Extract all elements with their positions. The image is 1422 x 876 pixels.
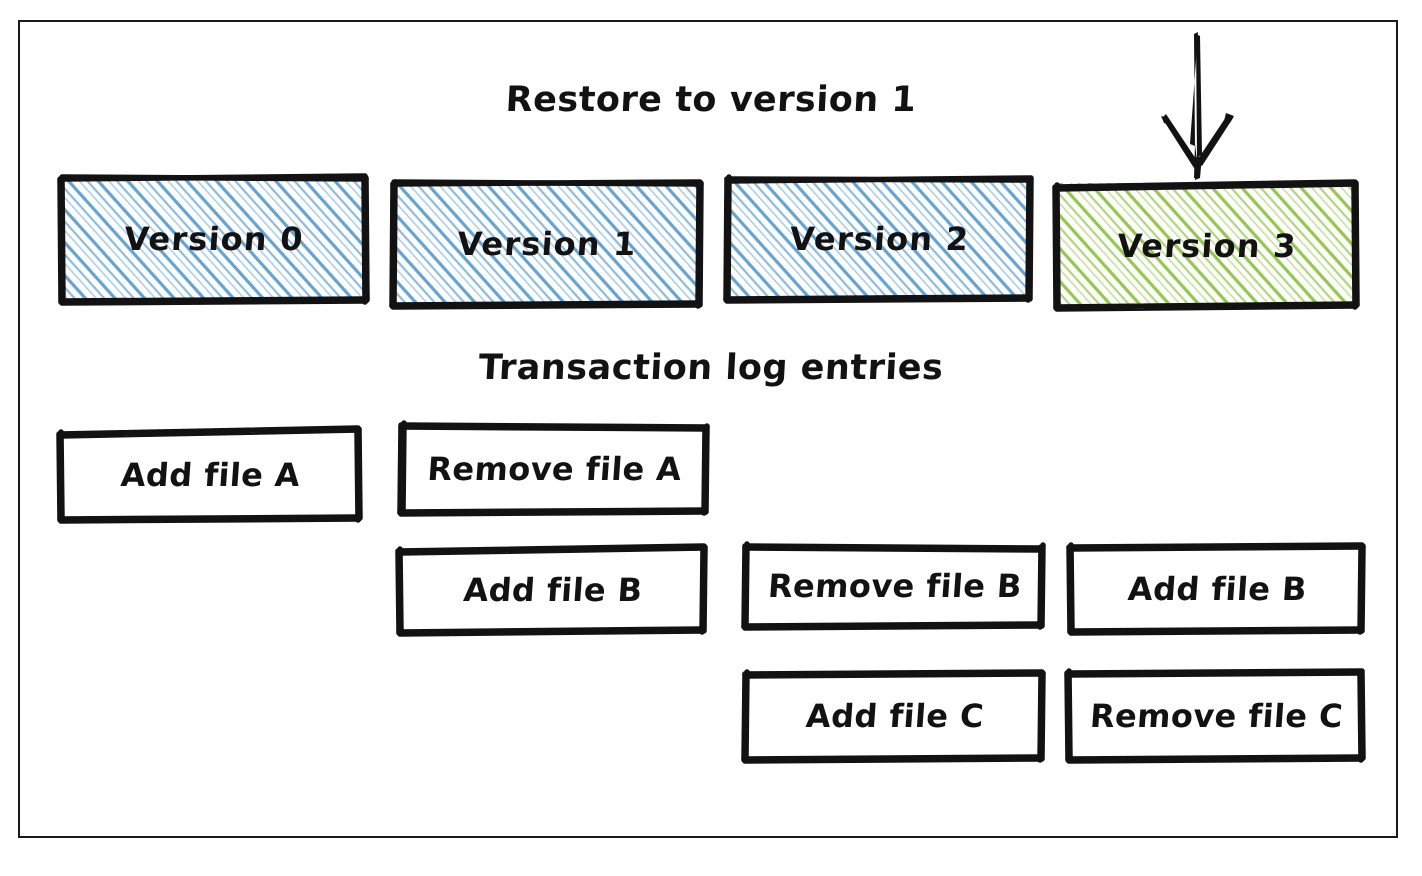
log-entry-label: Add file C	[804, 697, 986, 735]
diagram-outer-frame	[18, 20, 1398, 838]
hatch-fill-green	[1056, 183, 1358, 308]
version-box-2[interactable]: Version 2	[723, 174, 1034, 304]
hatch-fill-blue	[392, 182, 702, 306]
log-entry-label: Add file B	[1126, 569, 1309, 608]
log-entry-box[interactable]: Add file B	[1066, 542, 1366, 636]
sketch-border	[741, 541, 1046, 631]
log-entry-box[interactable]: Add file A	[56, 425, 363, 524]
version-box-3[interactable]: Version 3	[1052, 179, 1360, 312]
log-entry-box[interactable]: Add file C	[741, 669, 1046, 764]
version-box-1[interactable]: Version 1	[389, 179, 704, 310]
log-entry-box[interactable]: Remove file A	[397, 420, 710, 517]
sketch-border	[395, 543, 708, 637]
log-entry-label: Add file A	[119, 456, 302, 494]
log-entry-box[interactable]: Remove file C	[1064, 668, 1366, 764]
sketch-border	[56, 425, 363, 524]
log-entry-label: Remove file C	[1088, 697, 1345, 735]
log-entry-box[interactable]: Remove file B	[741, 541, 1046, 631]
transaction-log-label: Transaction log entries	[477, 348, 945, 388]
log-entry-label: Remove file B	[766, 567, 1024, 605]
sketch-border	[741, 669, 1046, 764]
sketch-border	[1064, 668, 1366, 764]
log-entry-label: Remove file A	[426, 450, 683, 488]
hatch-fill-blue	[60, 176, 368, 302]
sketch-border	[1066, 542, 1366, 636]
sketch-border	[397, 420, 710, 517]
version-box-0[interactable]: Version 0	[57, 173, 370, 306]
log-entry-box[interactable]: Add file B	[395, 543, 708, 637]
log-entry-label: Add file B	[462, 571, 644, 609]
down-arrow-icon	[1161, 32, 1234, 180]
hatch-fill-blue	[727, 178, 1032, 300]
